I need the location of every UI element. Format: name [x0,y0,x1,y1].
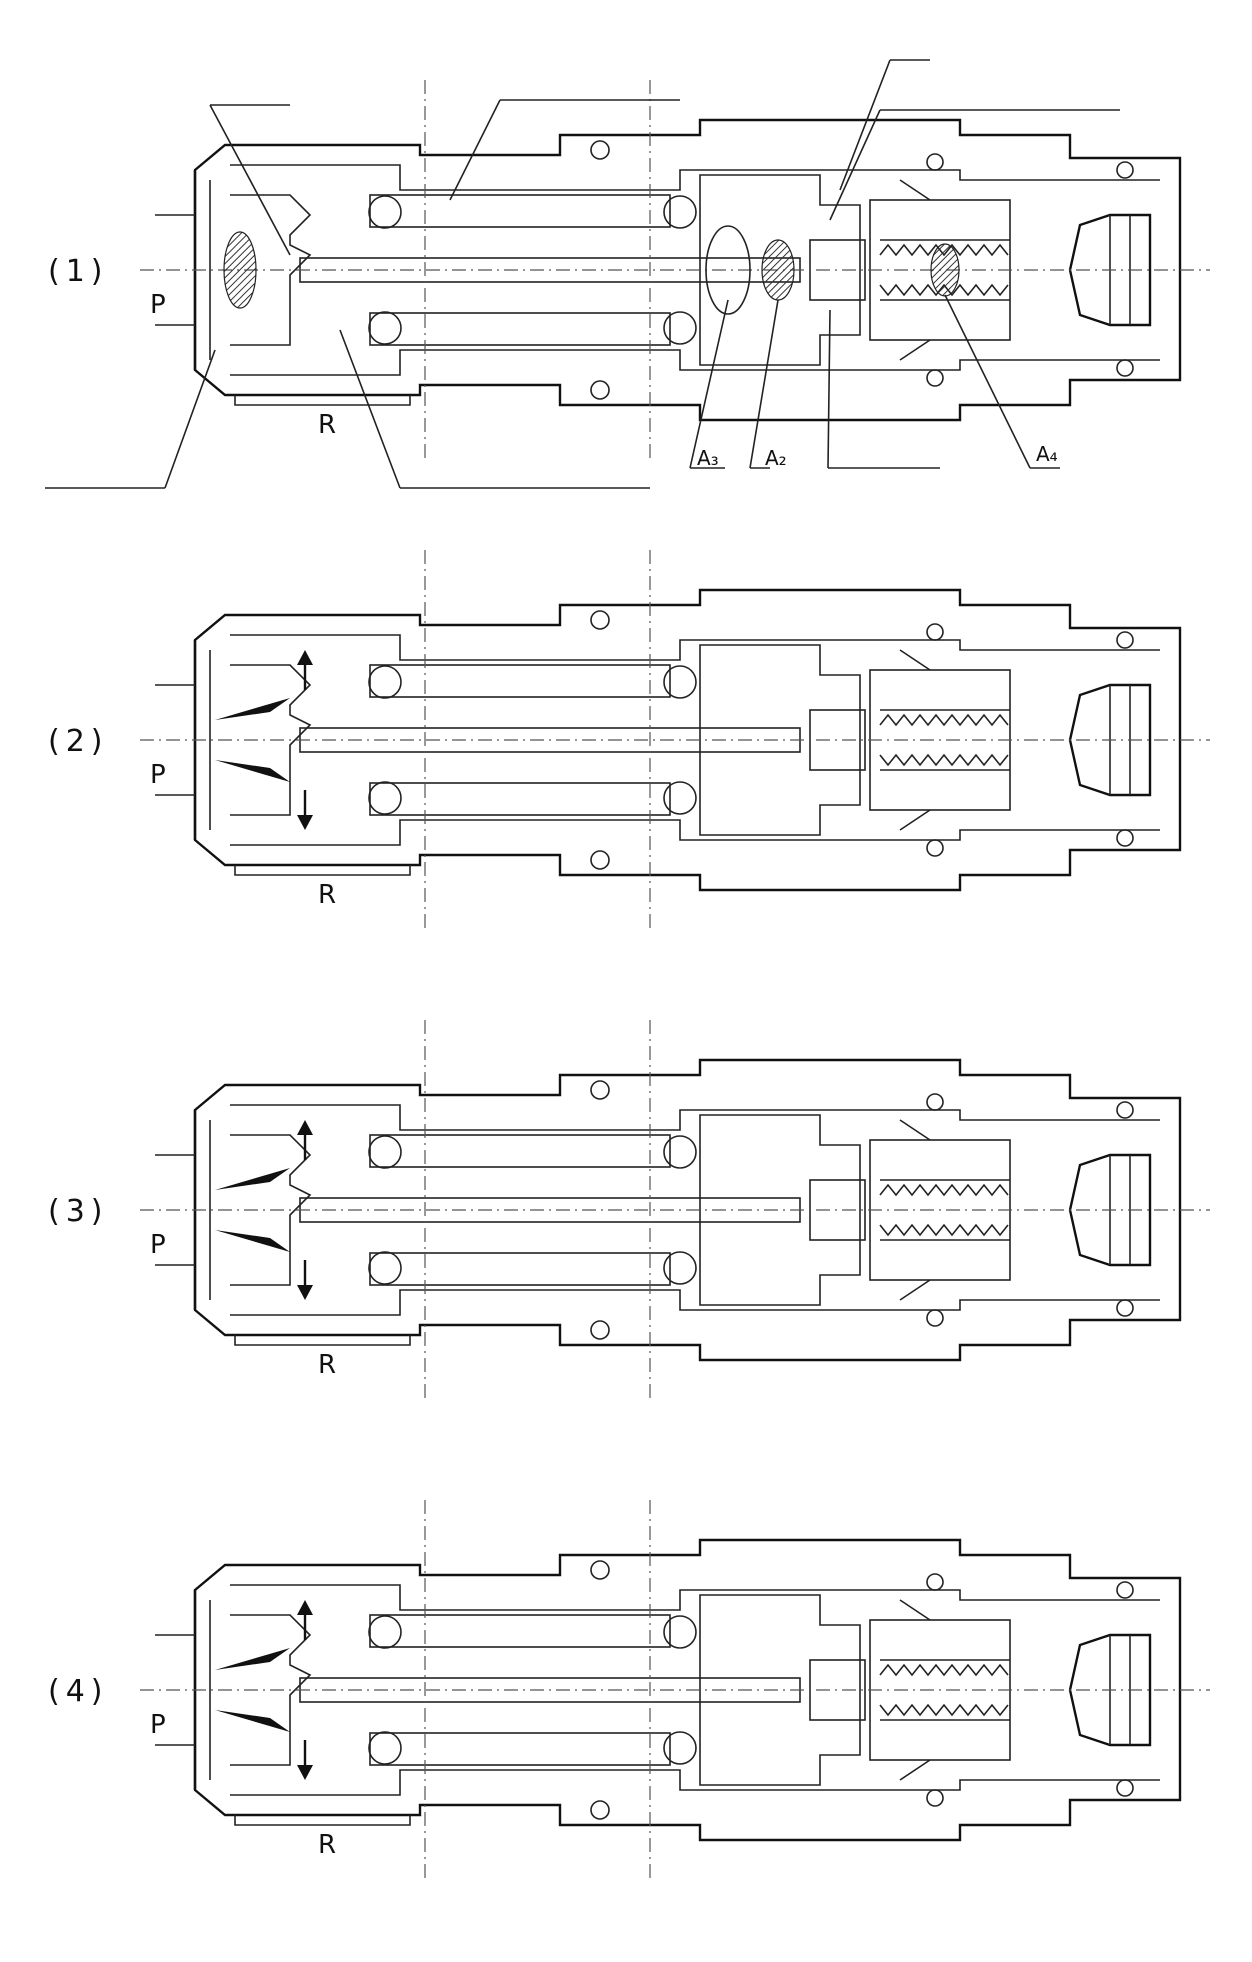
panel-label-4: (4) [48,1674,109,1709]
hatch-area-a2 [761,239,795,301]
panel-1: (1) P R A₃ A₂ A₄ [0,0,1252,489]
valve-diagram-2 [138,548,1212,932]
arrow-head-up [297,1120,313,1135]
flow-arrow-upper [215,1168,290,1190]
valve-diagram-1 [45,59,1212,489]
panel-2: (2) P R [0,470,1252,940]
flow-arrow-lower [215,760,290,782]
panel-4: (4) P R [0,1420,1252,1890]
hatch-area-inlet [223,231,257,309]
valve-diagram-4 [138,1498,1212,1882]
flow-arrow-upper [215,1648,290,1670]
panel-label-3: (3) [48,1194,109,1229]
port-p-1: P [150,290,166,320]
port-p-4: P [150,1710,166,1740]
port-r-3: R [318,1350,337,1380]
panel-label-1: (1) [48,254,109,289]
flow-arrow-lower [215,1230,290,1252]
arrow-head-down [297,815,313,830]
area-label-a4: A₄ [1036,442,1058,466]
arrow-head-up [297,650,313,665]
flow-arrow-lower [215,1710,290,1732]
port-p-2: P [150,760,166,790]
arrow-head-up [297,1600,313,1615]
port-p-3: P [150,1230,166,1260]
port-r-1: R [318,410,337,440]
flow-arrow-upper [215,698,290,720]
valve-diagram-3 [138,1018,1212,1402]
arrow-head-down [297,1765,313,1780]
hatch-area-a4 [930,243,960,297]
panel-label-2: (2) [48,724,109,759]
arrow-head-down [297,1285,313,1300]
port-r-2: R [318,880,337,910]
area-label-a2: A₂ [765,446,787,470]
area-a3-outline [705,225,751,315]
panel-3: (3) P R [0,940,1252,1410]
port-r-4: R [318,1830,337,1860]
area-label-a3: A₃ [697,446,719,470]
